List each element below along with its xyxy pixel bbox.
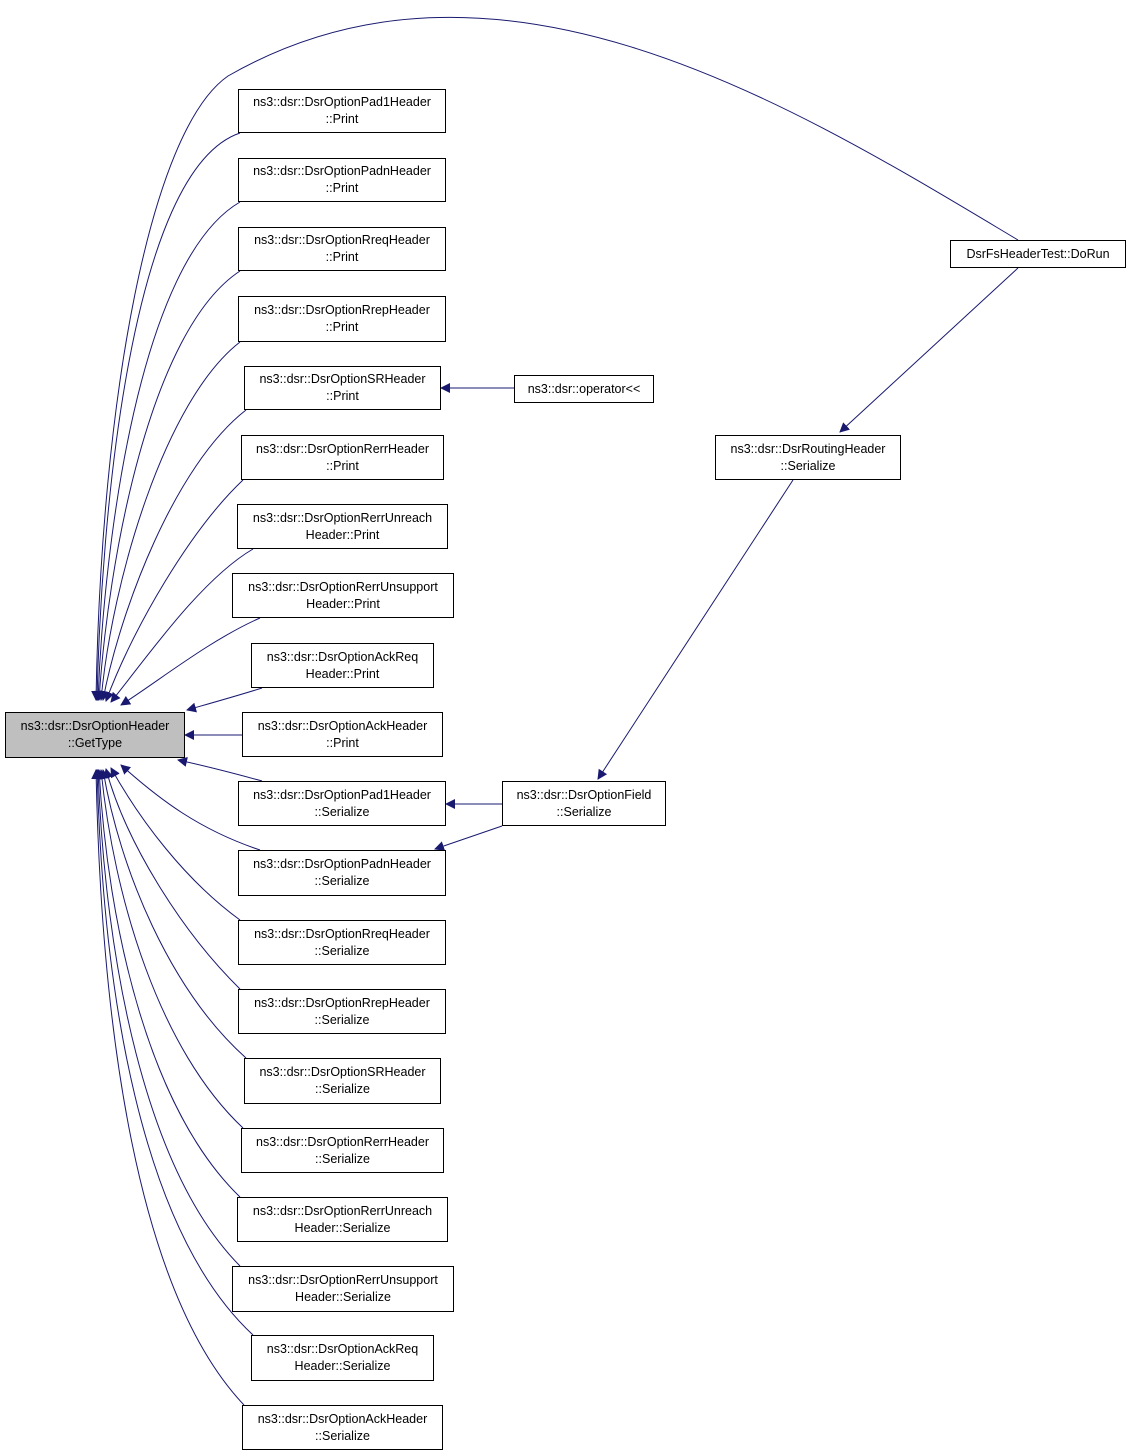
node-label-line2: Header::Serialize xyxy=(295,1290,391,1304)
node-label-line1: ns3::dsr::DsrOptionSRHeader xyxy=(259,1065,426,1079)
node-dsr-routing-header-serialize[interactable]: ns3::dsr::DsrRoutingHeader ::Serialize xyxy=(715,435,901,480)
node-label-line2: ::Serialize xyxy=(315,1151,370,1166)
node-label-line1: ns3::dsr::DsrOptionRrepHeader xyxy=(254,995,430,1010)
node-label-line1: ns3::dsr::DsrOptionRerrHeader xyxy=(256,1134,429,1149)
node-rrep-header-serialize[interactable]: ns3::dsr::DsrOptionRrepHeader ::Serializ… xyxy=(238,989,446,1034)
node-label-line2: ::Serialize xyxy=(314,874,370,888)
node-label-line1: DsrFsHeaderTest::DoRun xyxy=(966,246,1110,261)
node-label-line2: ::Serialize xyxy=(314,943,370,958)
node-label-line1: ns3::dsr::DsrOptionRreqHeader xyxy=(254,926,430,941)
node-rerr-unreach-header-print[interactable]: ns3::dsr::DsrOptionRerrUnreach Header::P… xyxy=(237,504,448,549)
edge-rrep_ser-to-root xyxy=(103,768,241,990)
node-label-line2: ::Print xyxy=(325,112,359,126)
edge-padn_print-to-root xyxy=(93,201,241,701)
node-label-line1: ns3::dsr::DsrOptionRerrUnreach xyxy=(252,510,433,525)
edge-rerrun_print-to-root xyxy=(110,548,254,703)
node-pad1-header-serialize[interactable]: ns3::dsr::DsrOptionPad1Header ::Serializ… xyxy=(238,781,446,826)
node-label-line1: ns3::dsr::DsrOptionAckReq xyxy=(266,649,419,664)
edge-rerr_ser-to-root xyxy=(96,769,244,1129)
node-label-line1: ns3::dsr::DsrOptionRreqHeader xyxy=(254,233,430,247)
node-rerr-header-print[interactable]: ns3::dsr::DsrOptionRerrHeader ::Print xyxy=(241,435,444,480)
node-label-line1: ns3::dsr::operator<< xyxy=(527,381,641,396)
node-label-line2: ::Serialize xyxy=(314,1012,370,1027)
node-label-line2: ::Serialize xyxy=(780,458,836,473)
edge-pad1_print-to-root xyxy=(92,132,241,701)
node-dsr-fs-header-test-do-run[interactable]: DsrFsHeaderTest::DoRun xyxy=(950,240,1126,268)
node-rerr-header-serialize[interactable]: ns3::dsr::DsrOptionRerrHeader ::Serializ… xyxy=(241,1128,444,1173)
node-label-line1: ns3::dsr::DsrOptionField xyxy=(516,787,652,802)
node-label-line2: ::Serialize xyxy=(315,1428,370,1443)
node-dsr-operator-stream[interactable]: ns3::dsr::operator<< xyxy=(514,375,654,403)
node-dsr-option-header-get-type: ns3::dsr::DsrOptionHeader ::GetType xyxy=(5,712,185,758)
node-ack-header-print[interactable]: ns3::dsr::DsrOptionAckHeader ::Print xyxy=(242,712,443,757)
node-rerr-unsupport-header-print[interactable]: ns3::dsr::DsrOptionRerrUnsupport Header:… xyxy=(232,573,454,618)
node-rrep-header-print[interactable]: ns3::dsr::DsrOptionRrepHeader ::Print xyxy=(238,296,446,342)
edge-pad1_ser-to-root xyxy=(177,757,263,782)
node-label-line2: ::Print xyxy=(326,458,359,473)
node-sr-header-print[interactable]: ns3::dsr::DsrOptionSRHeader ::Print xyxy=(244,366,441,410)
node-label-line2: ::Serialize xyxy=(315,1082,370,1096)
node-padn-header-serialize[interactable]: ns3::dsr::DsrOptionPadnHeader ::Serializ… xyxy=(238,850,446,896)
node-rreq-header-serialize[interactable]: ns3::dsr::DsrOptionRreqHeader ::Serializ… xyxy=(238,920,446,965)
node-label-line1: ns3::dsr::DsrOptionRerrUnsupport xyxy=(248,1273,438,1287)
node-ack-req-header-print[interactable]: ns3::dsr::DsrOptionAckReq Header::Print xyxy=(251,643,434,688)
node-rerr-unreach-header-serialize[interactable]: ns3::dsr::DsrOptionRerrUnreach Header::S… xyxy=(237,1197,448,1242)
node-label-line1: ns3::dsr::DsrOptionRerrUnreach xyxy=(252,1203,433,1218)
node-rerr-unsupport-header-serialize[interactable]: ns3::dsr::DsrOptionRerrUnsupport Header:… xyxy=(232,1266,454,1312)
node-label-line2: ::Print xyxy=(326,735,359,750)
node-label-line1: ns3::dsr::DsrOptionRrepHeader xyxy=(254,303,430,317)
node-pad1-header-print[interactable]: ns3::dsr::DsrOptionPad1Header ::Print xyxy=(238,89,446,133)
node-label-line2: Header::Print xyxy=(305,527,380,542)
node-padn-header-print[interactable]: ns3::dsr::DsrOptionPadnHeader ::Print xyxy=(238,158,446,202)
node-label-line2: ::Print xyxy=(325,250,359,264)
node-label-line1: ns3::dsr::DsrOptionAckHeader xyxy=(257,1411,428,1426)
edge-rerrus_print-to-root xyxy=(120,617,261,706)
edge-rerr_print-to-root xyxy=(104,479,244,702)
node-sr-header-serialize[interactable]: ns3::dsr::DsrOptionSRHeader ::Serialize xyxy=(244,1058,441,1104)
edge-sr_ser-to-root xyxy=(99,769,247,1059)
edge-ack_ser-to-root xyxy=(91,769,245,1406)
node-label-line2: ::Print xyxy=(326,389,359,403)
edge-padn_ser-to-root xyxy=(120,764,261,851)
edge-routing-to-field xyxy=(597,479,794,780)
node-label-line1: ns3::dsr::DsrOptionPad1Header xyxy=(253,95,431,109)
edge-rrep_print-to-root xyxy=(96,341,241,701)
edge-ackreq_print-to-root xyxy=(186,687,263,713)
node-label-line1: ns3::dsr::DsrOptionSRHeader xyxy=(259,372,426,386)
node-label-line1: ns3::dsr::DsrOptionAckReq xyxy=(266,1342,419,1356)
node-dsr-option-field-serialize[interactable]: ns3::dsr::DsrOptionField ::Serialize xyxy=(502,781,666,826)
node-label-line1: ns3::dsr::DsrRoutingHeader xyxy=(730,441,886,456)
node-label-line2: ::GetType xyxy=(67,736,123,750)
node-label-line1: ns3::dsr::DsrOptionHeader xyxy=(20,719,170,733)
node-label-line2: ::Print xyxy=(325,181,359,195)
node-label-line2: Header::Print xyxy=(306,596,380,611)
edge-fstest-to-root xyxy=(91,16,1019,701)
node-label-line2: ::Print xyxy=(325,320,359,334)
edge-rreq_print-to-root xyxy=(94,270,241,701)
node-label-line2: Header::Print xyxy=(305,666,380,681)
node-ack-req-header-serialize[interactable]: ns3::dsr::DsrOptionAckReq Header::Serial… xyxy=(251,1335,434,1381)
node-label-line1: ns3::dsr::DsrOptionRerrHeader xyxy=(256,441,429,456)
edge-rerrus_ser-to-root xyxy=(93,769,241,1267)
node-rreq-header-print[interactable]: ns3::dsr::DsrOptionRreqHeader ::Print xyxy=(238,227,446,271)
edge-ackreq_ser-to-root xyxy=(92,769,254,1336)
edge-rerrun_ser-to-root xyxy=(94,769,241,1198)
edge-fstest-to-routing xyxy=(839,267,1019,433)
edge-sr_print-to-root xyxy=(99,409,247,701)
edge-rreq_ser-to-root xyxy=(110,767,241,921)
node-label-line1: ns3::dsr::DsrOptionAckHeader xyxy=(257,718,428,733)
node-label-line1: ns3::dsr::DsrOptionPadnHeader xyxy=(253,857,431,871)
node-ack-header-serialize[interactable]: ns3::dsr::DsrOptionAckHeader ::Serialize xyxy=(242,1405,443,1450)
node-label-line1: ns3::dsr::DsrOptionPadnHeader xyxy=(253,164,431,178)
node-label-line2: ::Serialize xyxy=(314,804,370,819)
edge-field-to-padn_ser xyxy=(434,825,503,851)
node-label-line1: ns3::dsr::DsrOptionRerrUnsupport xyxy=(248,579,438,594)
node-label-line1: ns3::dsr::DsrOptionPad1Header xyxy=(253,787,431,802)
node-label-line2: Header::Serialize xyxy=(294,1359,391,1373)
node-label-line2: ::Serialize xyxy=(556,804,612,819)
node-label-line2: Header::Serialize xyxy=(294,1220,391,1235)
